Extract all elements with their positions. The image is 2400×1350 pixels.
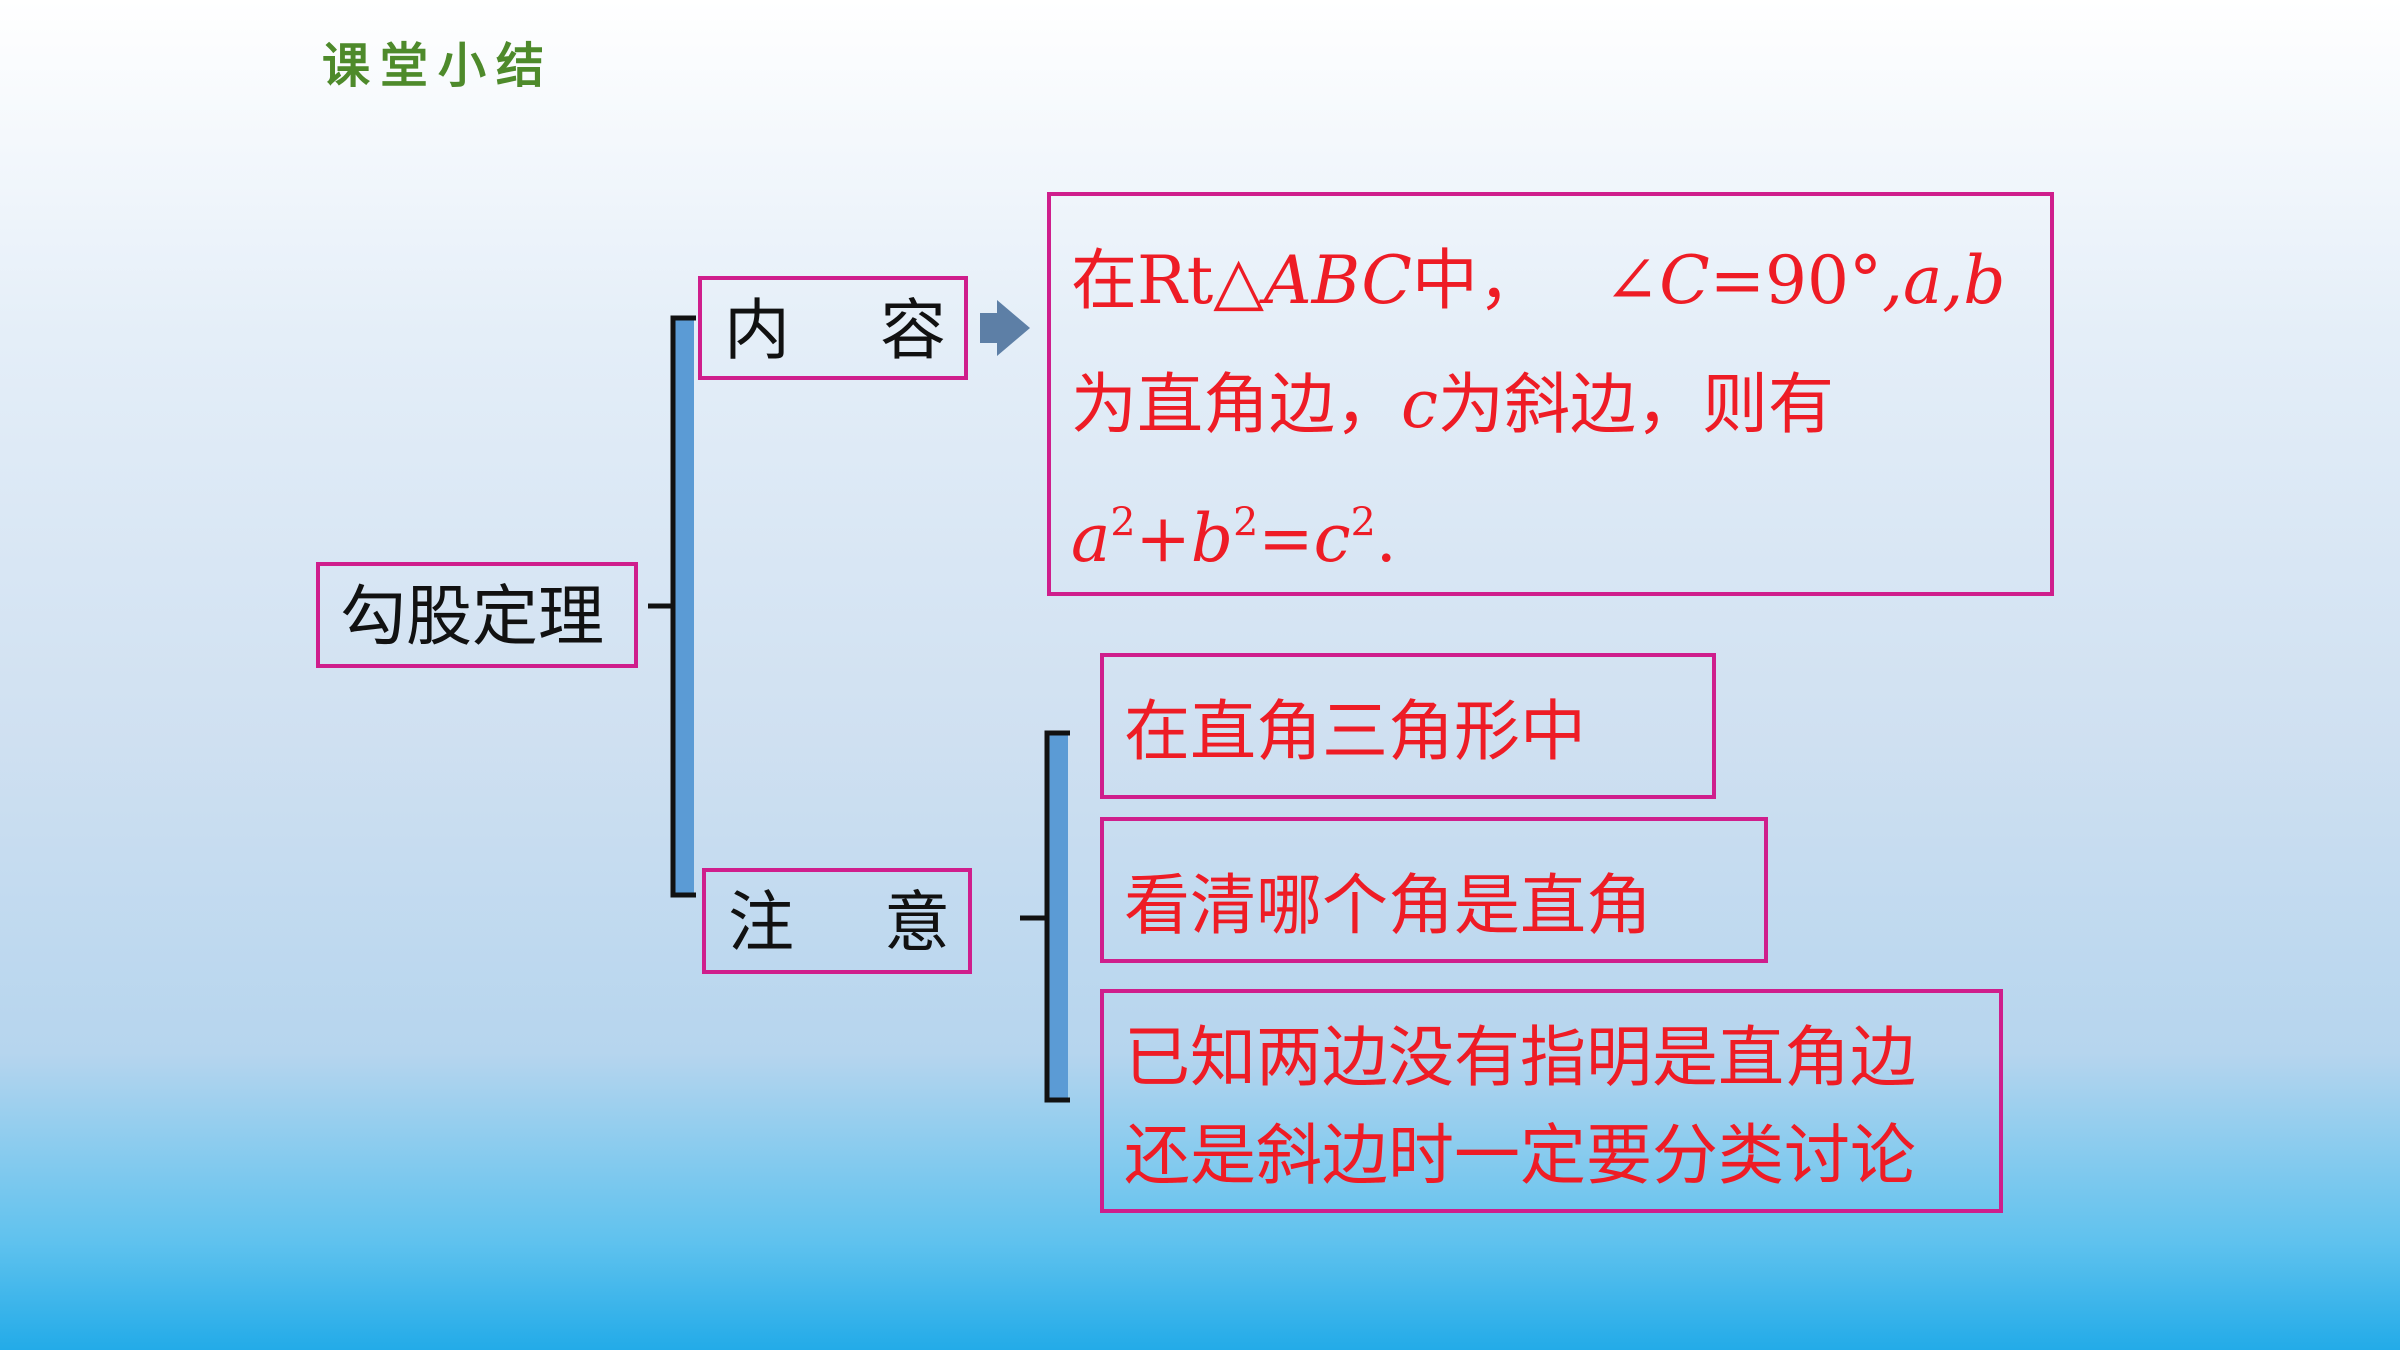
note-item-1: 在直角三角形中	[1100, 653, 1716, 799]
bracket-bar-left	[672, 320, 694, 895]
note-item-3: 已知两边没有指明是直角边 还是斜边时一定要分类讨论	[1100, 989, 2003, 1213]
note-item-2-text: 看清哪个角是直角	[1124, 867, 1652, 944]
content-box: 在Rt△ABC中，∠C=90°,a,b 为直角边，c为斜边，则有 a2+b2=c…	[1047, 192, 2054, 596]
note-item-3-line-1: 已知两边没有指明是直角边	[1124, 1019, 1916, 1096]
content-formula: a2+b2=c2.	[1071, 499, 1397, 577]
branch-note-label-right: 意	[884, 884, 950, 961]
branch-note: 注 意	[702, 868, 972, 974]
branch-content-label-right: 容	[880, 292, 946, 369]
root-label: 勾股定理	[340, 578, 604, 655]
root-node: 勾股定理	[316, 562, 638, 668]
bracket-bar-right	[1046, 733, 1068, 1100]
note-item-1-text: 在直角三角形中	[1124, 693, 1586, 770]
branch-content-label-left: 内	[724, 292, 790, 369]
content-line-2: 为直角边，c为斜边，则有	[1071, 366, 1834, 443]
note-item-3-line-2: 还是斜边时一定要分类讨论	[1124, 1117, 1916, 1194]
header-title: 课堂小结	[322, 38, 555, 94]
note-item-2: 看清哪个角是直角	[1100, 817, 1768, 963]
branch-content: 内 容	[698, 276, 968, 380]
arrow-icon	[980, 300, 1030, 356]
branch-note-label-left: 注	[728, 884, 794, 961]
content-line-1: 在Rt△ABC中，∠C=90°,a,b	[1071, 242, 2006, 319]
